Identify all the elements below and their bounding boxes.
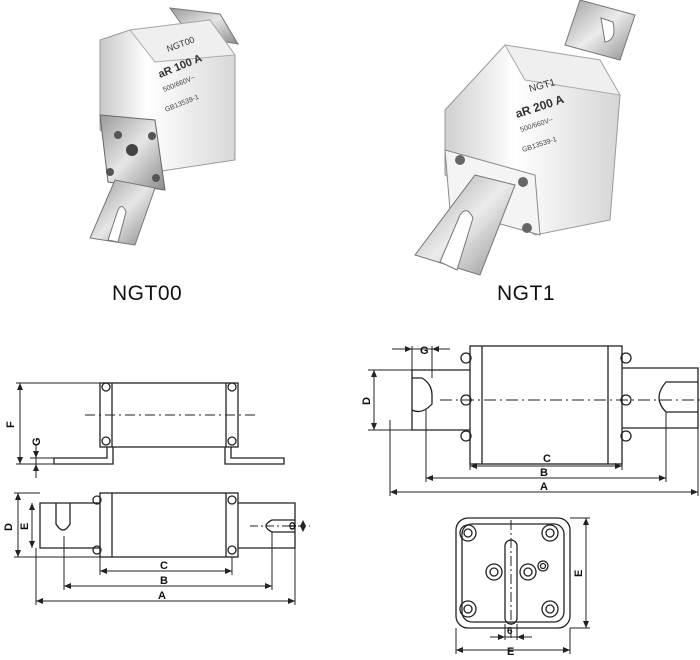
ngt1-end-dim-e-horizontal: E	[507, 646, 514, 658]
ngt00-dim-b: B	[160, 575, 168, 587]
ngt00-dim-a: A	[158, 590, 166, 602]
ngt00-dim-g: G	[31, 437, 43, 446]
ngt00-dim-phi: Φ	[288, 522, 299, 530]
ngt00-dim-c: C	[160, 560, 168, 572]
ngt00-top-view	[39, 492, 310, 558]
ngt1-dim-b: B	[540, 467, 548, 479]
ngt1-end-dim-e-vertical: E	[573, 570, 585, 577]
ngt00-side-view	[53, 382, 285, 465]
ngt00-drawing: F G Φ D E C B A	[3, 382, 310, 605]
ngt00-photo: NGT00 aR 100 A 500/660V~ GB13539-1	[89, 7, 239, 246]
ngt00-dim-d: D	[3, 523, 15, 531]
ngt1-end-dim-six: 6	[507, 626, 513, 637]
ngt1-photo: NGT1 aR 200 A 500/660V~ GB13539-1	[414, 0, 636, 276]
ngt1-side-view	[411, 345, 700, 465]
ngt1-dim-c: C	[543, 453, 551, 465]
ngt1-dim-a: A	[540, 481, 548, 493]
caption-ngt00: NGT00	[112, 282, 183, 305]
ngt00-dim-e: E	[19, 523, 31, 530]
caption-ngt1: NGT1	[497, 282, 556, 305]
ngt1-drawing: G D C B A E 6 E	[361, 345, 700, 658]
ngt00-dim-f: F	[5, 421, 17, 428]
ngt1-end-view	[455, 517, 571, 640]
ngt1-dim-d: D	[361, 397, 373, 405]
ngt1-dim-g: G	[420, 345, 429, 357]
